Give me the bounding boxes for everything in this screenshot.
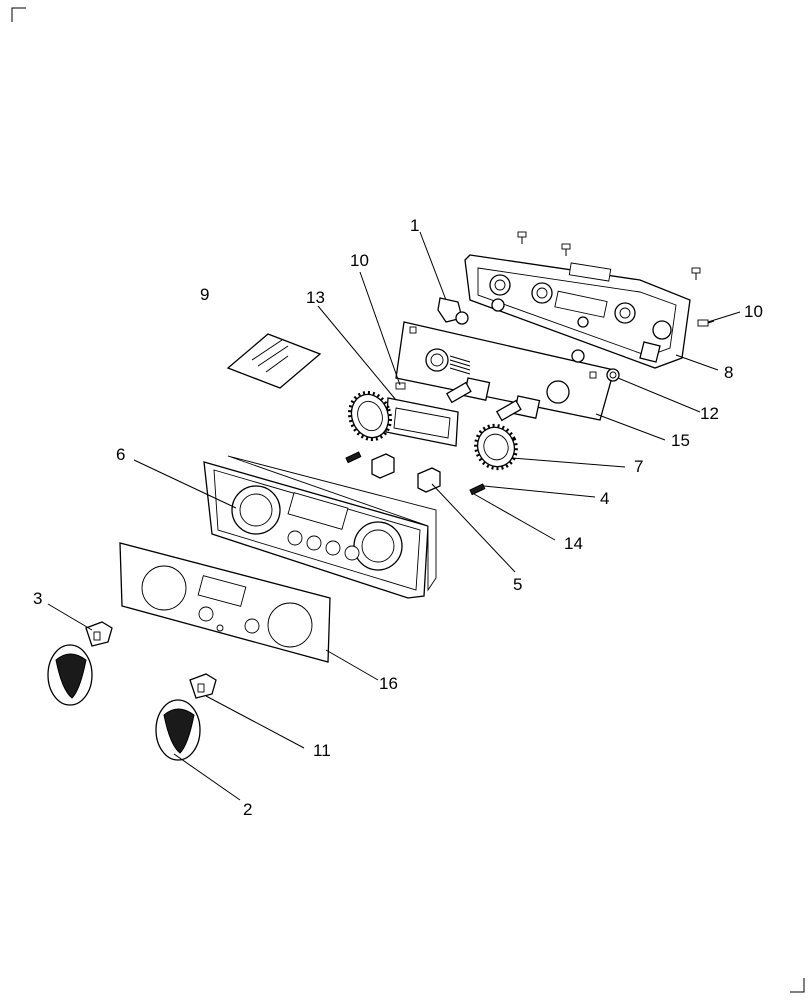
part-13-display <box>385 397 459 447</box>
part-16-overlay <box>119 542 331 663</box>
callout-15: 15 <box>671 431 690 450</box>
part-3-adapter <box>85 621 113 647</box>
small-parts-middle <box>345 451 486 496</box>
callout-1: 1 <box>410 216 419 235</box>
part-8-rear-housing <box>464 254 691 369</box>
callout-10-left: 10 <box>350 251 369 270</box>
callout-9: 9 <box>200 285 209 304</box>
callout-13: 13 <box>306 288 325 307</box>
gear-left <box>347 390 393 442</box>
part-11-adapter <box>189 673 217 699</box>
callout-4: 4 <box>600 489 609 508</box>
part-9-label <box>226 333 322 389</box>
potentiometers <box>445 377 541 422</box>
callout-11: 11 <box>313 741 331 760</box>
callout-5: 5 <box>513 575 522 594</box>
callout-8: 8 <box>724 363 733 382</box>
crop-marks <box>11 7 805 993</box>
part-2-knob <box>155 699 201 761</box>
callout-3: 3 <box>33 589 42 608</box>
screws-top <box>517 231 715 327</box>
callout-12: 12 <box>700 404 719 423</box>
callouts: 1 2 3 4 5 6 7 8 9 10 10 11 12 13 14 15 1… <box>33 216 763 819</box>
part-6-front-bezel <box>203 455 437 599</box>
callout-2: 2 <box>243 800 252 819</box>
leader-lines <box>47 231 741 801</box>
part-12-nut <box>606 368 620 382</box>
callout-7: 7 <box>634 457 643 476</box>
knob-left <box>47 644 93 706</box>
callout-16: 16 <box>379 674 398 693</box>
callout-6: 6 <box>116 445 125 464</box>
part-15-circuit-board <box>395 311 615 421</box>
callout-10-right: 10 <box>744 302 763 321</box>
callout-14: 14 <box>564 534 583 553</box>
part-7-gear <box>474 423 518 471</box>
screw-10-left <box>395 382 406 390</box>
